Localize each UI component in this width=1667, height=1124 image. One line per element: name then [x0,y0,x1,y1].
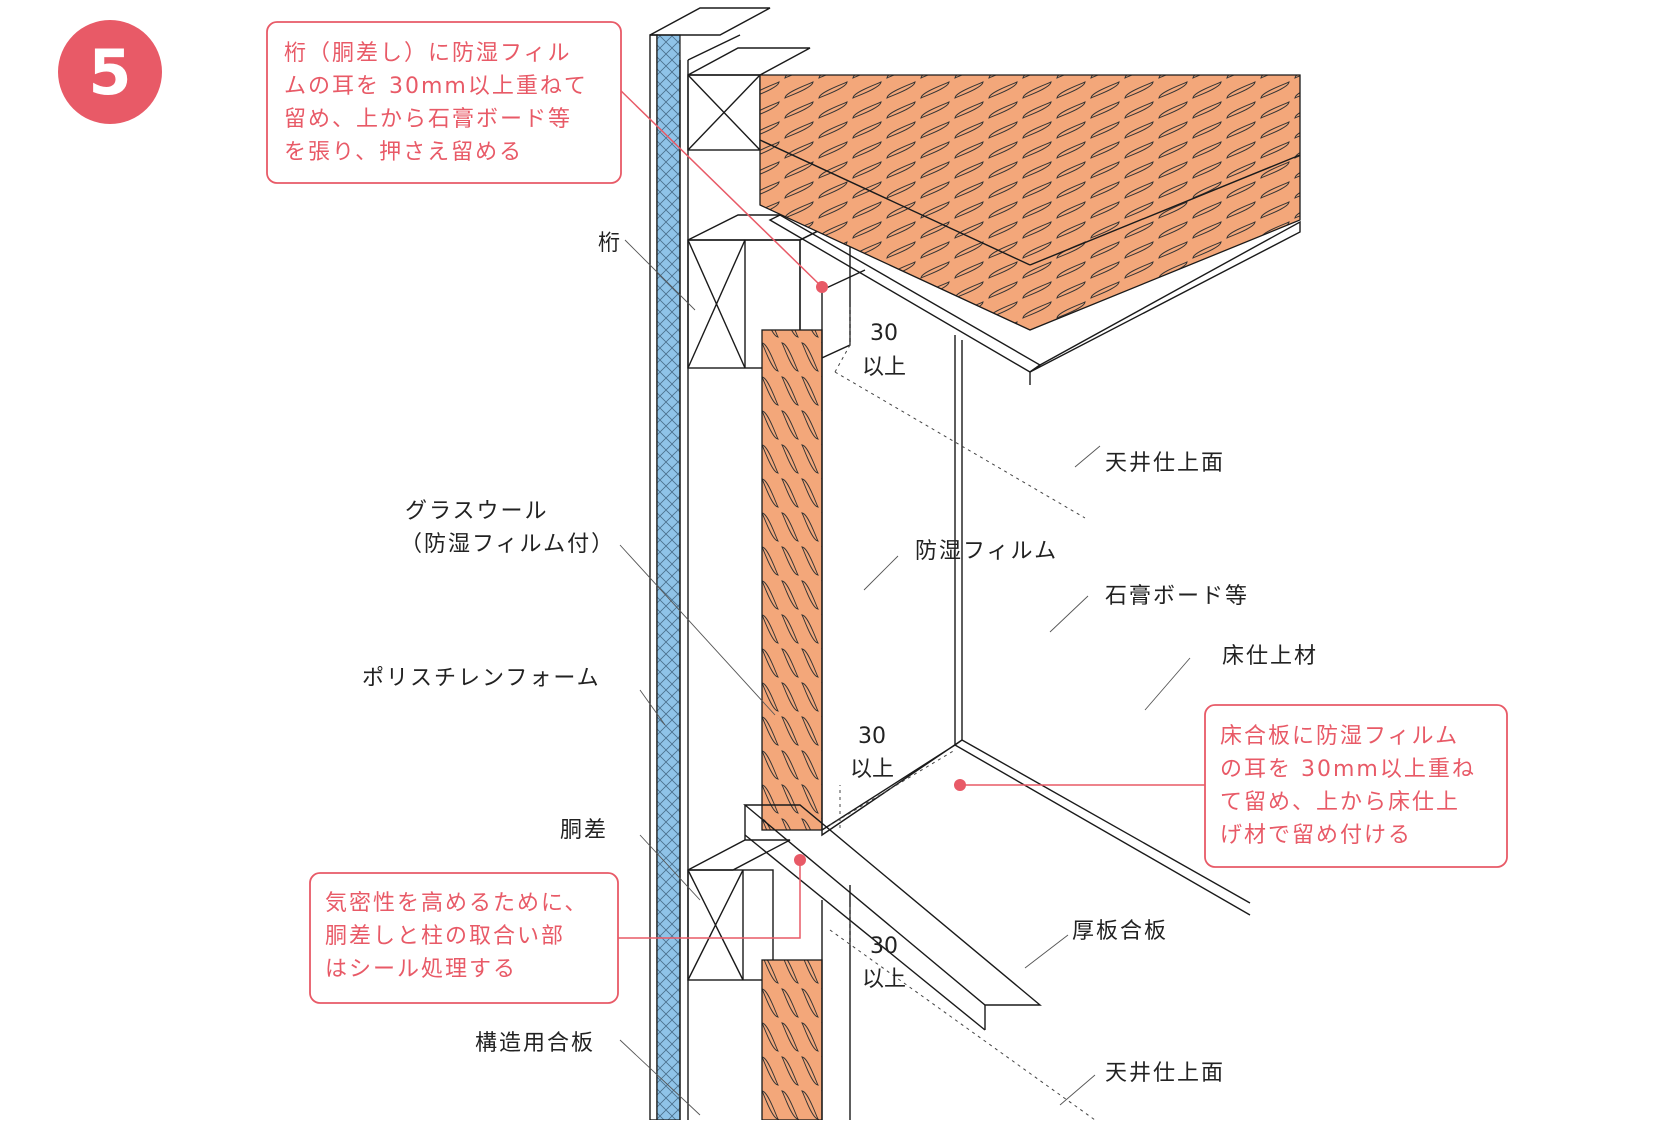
polystyrene-foam-shape [656,34,681,1121]
label-glass-wool-note: （防湿フィルム付） [400,532,615,557]
upper-wall-insulation [761,269,866,831]
label-ceiling-finish-bottom: 天井仕上面 [1105,1061,1225,1086]
dimension-middle: 30 以上 [850,724,894,782]
girt-top-face [687,839,791,871]
dimension-middle-value: 30 [858,724,886,749]
note-right-line-2: の耳を 30mm以上重ね [1220,757,1476,782]
note-bottom-line-2: 胴差しと柱の取合い部 [325,924,565,949]
exterior-wall [649,7,771,1121]
note-top-line-1: 桁（胴差し）に防湿フィル [284,41,572,66]
note-right-line-4: げ材で留め付ける [1220,823,1412,848]
floor-plate-top [743,804,1042,1006]
label-ceiling-finish-top: 天井仕上面 [1105,451,1225,476]
girt-front-face [687,869,774,981]
note-bottom-line-3: はシール処理する [325,957,517,982]
label-floor-finish: 床仕上材 [1222,644,1318,669]
dot-marker-icon [954,779,966,791]
label-girt: 胴差 [560,818,608,843]
dimension-bottom-value: 30 [870,934,898,959]
note-bottom: 気密性を高めるために、 胴差しと柱の取合い部 はシール処理する [309,872,619,1004]
note-top-line-2: ムの耳を 30mm以上重ねて [284,74,588,99]
note-right-line-3: て留め、上から床仕上 [1220,790,1460,815]
leader-lines [619,239,1191,1116]
accent-leaders [614,84,1205,939]
label-beam: 桁 [598,231,622,256]
dot-marker-icon [816,281,828,293]
label-structural-plywood: 構造用合板 [475,1031,595,1056]
label-gypsum-board: 石膏ボード等 [1105,584,1249,609]
dimension-bottom-unit: 以上 [862,967,906,992]
vapor-film-plane [954,335,1251,916]
dimension-bottom: 30 以上 [862,934,906,992]
step-badge: 5 [58,20,162,124]
dimension-top: 30 以上 [862,321,906,380]
structural-plywood-shape [649,34,658,1121]
dimension-top-value: 30 [870,321,898,346]
floor-and-girt [687,739,1042,1031]
label-glass-wool: グラスウール [405,499,549,524]
note-top-line-3: 留め、上から石膏ボード等 [284,107,572,132]
label-polystyrene: ポリスチレンフォーム [362,666,601,691]
dashed-references [829,305,1096,1121]
component-labels: 桁 グラスウール （防湿フィルム付） ポリスチレンフォーム 胴差 構造用合板 天… [362,231,1318,1086]
step-number: 5 [88,36,131,109]
note-right-line-1: 床合板に防湿フィルム [1220,724,1459,749]
note-top-line-4: を張り、押さえ留める [284,140,523,165]
note-top: 桁（胴差し）に防湿フィル ムの耳を 30mm以上重ねて 留め、上から石膏ボード等… [266,21,622,184]
note-right: 床合板に防湿フィルム の耳を 30mm以上重ね て留め、上から床仕上 げ材で留め… [1204,704,1508,868]
ceiling-insulation [759,74,1301,385]
dot-marker-icon [794,854,806,866]
note-bottom-line-1: 気密性を高めるために、 [325,891,588,916]
label-thick-plywood: 厚板合板 [1072,919,1168,944]
dimension-top-unit: 以上 [862,355,906,380]
step-circle-icon [58,20,162,124]
lower-wall-insulation [761,885,851,1121]
label-vapor-film: 防湿フィルム [915,539,1058,564]
wall-top-face [649,7,771,36]
dimension-middle-unit: 以上 [850,757,894,782]
